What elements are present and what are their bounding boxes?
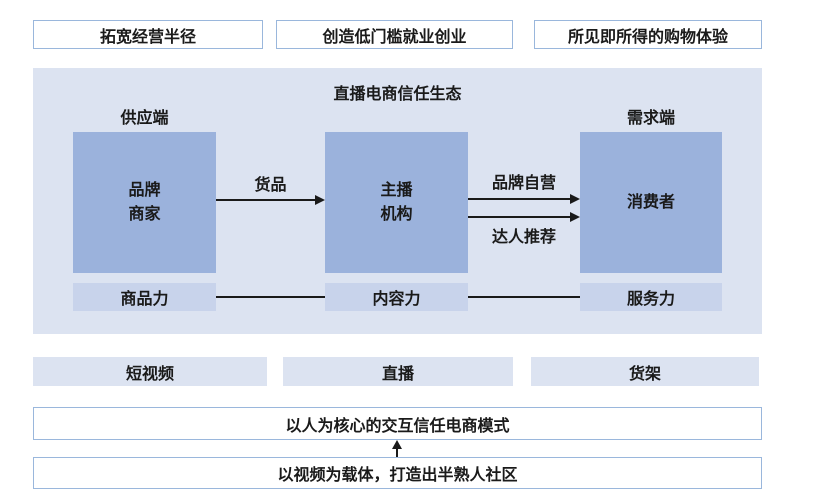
flow-label-influencer: 达人推荐 [491,229,556,246]
arrow-head-influencer-icon [570,212,580,222]
actor-box-brand-merchant: 品牌 商家 [73,132,216,273]
ecosystem-panel: 直播电商信任生态 供应端 需求端 品牌 商家 主播 机构 消费者 货品 品牌自营… [33,68,762,334]
demand-side-label: 需求端 [626,110,675,127]
flow-label-brand-self: 品牌自营 [491,175,556,192]
channel-box-short-video: 短视频 [33,357,267,386]
arrow-head-brand-self-icon [570,194,580,204]
benefit-box-expand-radius: 拓宽经营半径 [33,20,263,49]
foundation-box-community: 以视频为载体，打造出半熟人社区 [33,457,762,489]
capability-connector-left [216,296,325,298]
arrow-head-goods-icon [315,195,325,205]
supply-side-label: 供应端 [120,110,169,127]
actor-box-anchor-agency: 主播 机构 [325,132,468,273]
capability-box-content: 内容力 [325,283,468,311]
capability-connector-right [468,296,580,298]
arrow-line-influencer [468,216,571,218]
capability-box-product: 商品力 [73,283,216,311]
benefit-box-low-barrier: 创造低门槛就业创业 [276,20,513,49]
capability-box-service: 服务力 [580,283,722,311]
foundation-box-trust-model: 以人为核心的交互信任电商模式 [33,407,762,440]
benefit-box-wysiwyg-shopping: 所见即所得的购物体验 [534,20,762,49]
flow-label-goods: 货品 [254,177,287,194]
arrow-head-up-icon [392,440,402,449]
arrow-line-up [396,447,398,457]
channel-box-live: 直播 [283,357,513,386]
arrow-line-goods [216,199,316,201]
panel-title: 直播电商信任生态 [333,86,462,103]
arrow-line-brand-self [468,198,571,200]
actor-box-consumer: 消费者 [580,132,722,273]
channel-box-shelf: 货架 [531,357,759,386]
